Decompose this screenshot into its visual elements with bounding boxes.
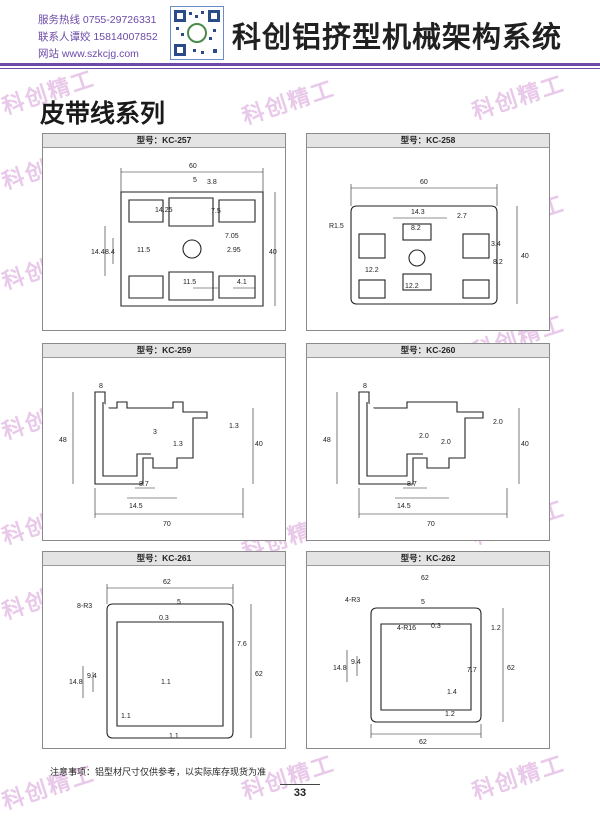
qr-code xyxy=(170,6,224,60)
profile-panel-kc257: 型号：KC-257 60 3.8 14.25 7.5 7.05 2.95 11.… xyxy=(42,133,286,331)
brand-title: 科创铝挤型机械架构系统 xyxy=(232,20,563,54)
page-number: 33 xyxy=(280,784,320,799)
dim-label: 62 xyxy=(419,739,427,746)
dim-label: 62 xyxy=(507,665,515,672)
dim-label: 60 xyxy=(420,179,428,186)
dim-label: 7.7 xyxy=(467,667,477,674)
watermark: 科创精工 xyxy=(468,750,569,806)
dim-label: 1.1 xyxy=(121,713,131,720)
dim-label: 11.5 xyxy=(183,279,196,286)
dim-label: 40 xyxy=(521,253,529,260)
dim-label: 70 xyxy=(163,521,171,528)
dim-label: 40 xyxy=(269,249,277,256)
dim-label: 70 xyxy=(427,521,435,528)
dim-label: 1.1 xyxy=(169,733,179,740)
dim-label: 4-R16 xyxy=(397,625,416,632)
dim-label: 40 xyxy=(255,441,263,448)
dim-label: R1.5 xyxy=(329,223,344,230)
dim-label: 7.6 xyxy=(237,641,247,648)
dim-label: 1.2 xyxy=(445,711,455,718)
dim-label: 48 xyxy=(59,437,67,444)
contact-info: 服务热线 0755-29726331 联系人谭姣 15814007852 网站 … xyxy=(38,12,158,63)
website-link[interactable]: 网站 www.szkcjg.com xyxy=(38,48,139,60)
dim-label: 60 xyxy=(189,163,197,170)
dim-label: 8 xyxy=(99,383,103,390)
dim-label: 14.3 xyxy=(411,209,425,216)
watermark: 科创精工 xyxy=(238,75,339,131)
dim-label: 2.0 xyxy=(493,419,503,426)
header-divider xyxy=(0,63,600,66)
profile-panel-kc259: 型号：KC-259 8 48 1.3 3 1.3 40 8.7 14.5 70 xyxy=(42,343,286,541)
dim-label: 8.4 xyxy=(105,249,115,256)
profile-panel-kc262: 型号：KC-262 62 4-R3 5 4-R16 0.3 1.2 14.8 9… xyxy=(306,551,550,749)
panel-label: 型号：KC-259 xyxy=(43,344,285,358)
dim-label: 4-R3 xyxy=(345,597,360,604)
dim-label: 1.2 xyxy=(491,625,501,632)
dim-label: 14.5 xyxy=(129,503,143,510)
dim-label: 4.1 xyxy=(237,279,247,286)
dim-label: 1.1 xyxy=(161,679,171,686)
header: 服务热线 0755-29726331 联系人谭姣 15814007852 网站 … xyxy=(0,0,600,78)
profile-drawing-kc258: 60 14.3 8.2 2.7 3.4 8.2 12.2 12.2 40 R1.… xyxy=(329,179,529,305)
dim-label: 3 xyxy=(153,429,157,436)
dim-label: 8 xyxy=(363,383,367,390)
dim-label: 7.05 xyxy=(225,233,239,240)
dim-label: 62 xyxy=(421,575,429,582)
dim-label: 1.3 xyxy=(173,441,183,448)
panel-label: 型号：KC-257 xyxy=(43,134,285,148)
footnote: 注意事项：铝型材尺寸仅供参考，以实际库存现货为准 xyxy=(50,767,267,777)
dim-label: 2.0 xyxy=(419,433,429,440)
dim-label: 8.2 xyxy=(411,225,421,232)
qr-code-graphic xyxy=(174,10,220,56)
profile-drawing-kc259: 8 48 1.3 3 1.3 40 8.7 14.5 70 xyxy=(59,383,263,528)
profile-drawing-kc262: 62 4-R3 5 4-R16 0.3 1.2 14.8 9.4 7.7 1.4… xyxy=(333,575,515,746)
dim-label: 11.5 xyxy=(137,247,150,254)
dim-label: 2.95 xyxy=(227,247,241,254)
dim-label: 0.3 xyxy=(431,623,441,630)
dim-label: 62 xyxy=(163,579,171,586)
dim-label: 1.3 xyxy=(229,423,239,430)
dim-label: 3.4 xyxy=(491,241,501,248)
dim-label: 7.5 xyxy=(211,208,221,215)
dim-label: 8-R3 xyxy=(77,603,92,610)
dim-label: 8.7 xyxy=(407,481,417,488)
profile-drawing-kc260: 8 48 2.0 2.0 2.0 40 8.7 14.5 70 xyxy=(323,383,529,528)
contact-person: 联系人谭姣 15814007852 xyxy=(38,31,158,43)
dim-label: 0.3 xyxy=(159,615,169,622)
dim-label: 14.5 xyxy=(397,503,411,510)
profile-panel-kc258: 型号：KC-258 60 14.3 8.2 2.7 3.4 8.2 12.2 1… xyxy=(306,133,550,331)
dim-label: 9.4 xyxy=(87,673,97,680)
dim-label: 8.7 xyxy=(139,481,149,488)
header-divider-thin xyxy=(0,68,600,69)
dim-label: 62 xyxy=(255,671,263,678)
dim-label: 9.4 xyxy=(351,659,361,666)
profile-panel-kc261: 型号：KC-261 62 8-R3 5 0.3 7.6 14.8 9.4 1.1… xyxy=(42,551,286,749)
profile-panel-kc260: 型号：KC-260 8 48 2.0 2.0 2.0 40 8.7 14.5 7… xyxy=(306,343,550,541)
dim-label: 14.8 xyxy=(69,679,83,686)
panel-label: 型号：KC-262 xyxy=(307,552,549,566)
dim-label: 12.2 xyxy=(365,267,379,274)
dim-label: 12.2 xyxy=(405,283,419,290)
dim-label: 2.0 xyxy=(441,439,451,446)
hotline: 服务热线 0755-29726331 xyxy=(38,14,157,26)
dim-label: 14.4 xyxy=(91,249,105,256)
dim-label: 5 xyxy=(193,177,197,184)
panel-label: 型号：KC-260 xyxy=(307,344,549,358)
dim-label: 48 xyxy=(323,437,331,444)
dim-label: 5 xyxy=(421,599,425,606)
panel-label: 型号：KC-258 xyxy=(307,134,549,148)
dim-label: 1.4 xyxy=(447,689,457,696)
dim-label: 40 xyxy=(521,441,529,448)
dim-label: 8.2 xyxy=(493,259,503,266)
dim-label: 14.8 xyxy=(333,665,347,672)
panel-label: 型号：KC-261 xyxy=(43,552,285,566)
profile-drawing-kc257: 60 3.8 14.25 7.5 7.05 2.95 11.5 8.4 14.4… xyxy=(91,163,277,307)
dim-label: 3.8 xyxy=(207,179,217,186)
section-title: 皮带线系列 xyxy=(40,99,166,128)
dim-label: 2.7 xyxy=(457,213,467,220)
dim-label: 14.25 xyxy=(155,207,173,214)
profile-drawing-kc261: 62 8-R3 5 0.3 7.6 14.8 9.4 1.1 1.1 1.1 6… xyxy=(69,579,263,740)
dim-label: 5 xyxy=(177,599,181,606)
